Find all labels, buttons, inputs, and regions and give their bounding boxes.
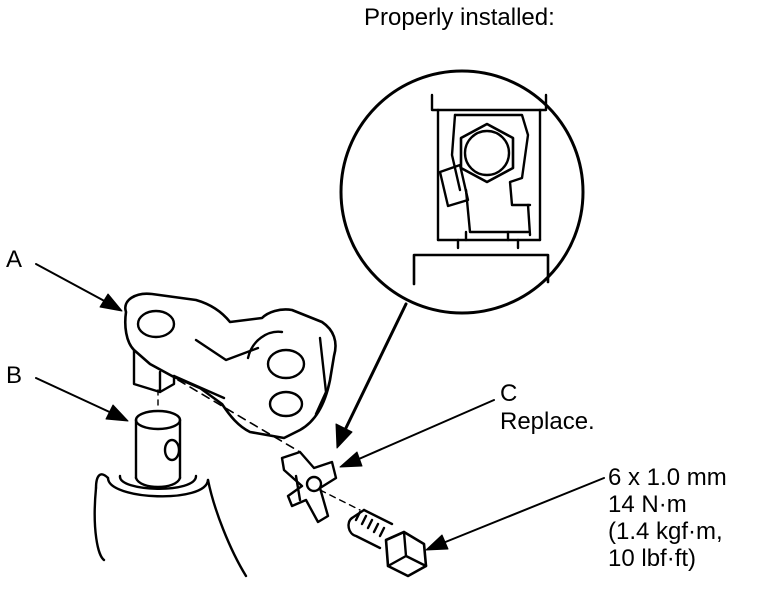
- bolt: [347, 508, 428, 578]
- detail-title: Properly installed:: [364, 4, 555, 31]
- shift-link-arm: [123, 292, 337, 440]
- callout-b: B: [6, 362, 23, 389]
- callout-a: A: [6, 246, 23, 273]
- leader-lines: [35, 263, 605, 551]
- callout-c: C: [500, 380, 518, 407]
- detail-arrow: [335, 302, 408, 449]
- callout-c-note: Replace.: [500, 408, 595, 435]
- retaining-clip: [280, 450, 338, 524]
- bolt-size: 6 x 1.0 mm: [608, 464, 727, 491]
- alignment-line: [177, 379, 301, 453]
- bolt-axis-line: [319, 489, 361, 511]
- shift-shaft: [93, 409, 248, 578]
- torque-kgfm: (1.4 kgf·m,: [608, 518, 723, 545]
- torque-nm: 14 N·m: [608, 491, 687, 518]
- detail-view: [339, 69, 585, 315]
- bolt-torque-spec: 6 x 1.0 mm 14 N·m (1.4 kgf·m, 10 lbf·ft): [608, 464, 727, 572]
- torque-lbfft: 10 lbf·ft): [608, 545, 697, 572]
